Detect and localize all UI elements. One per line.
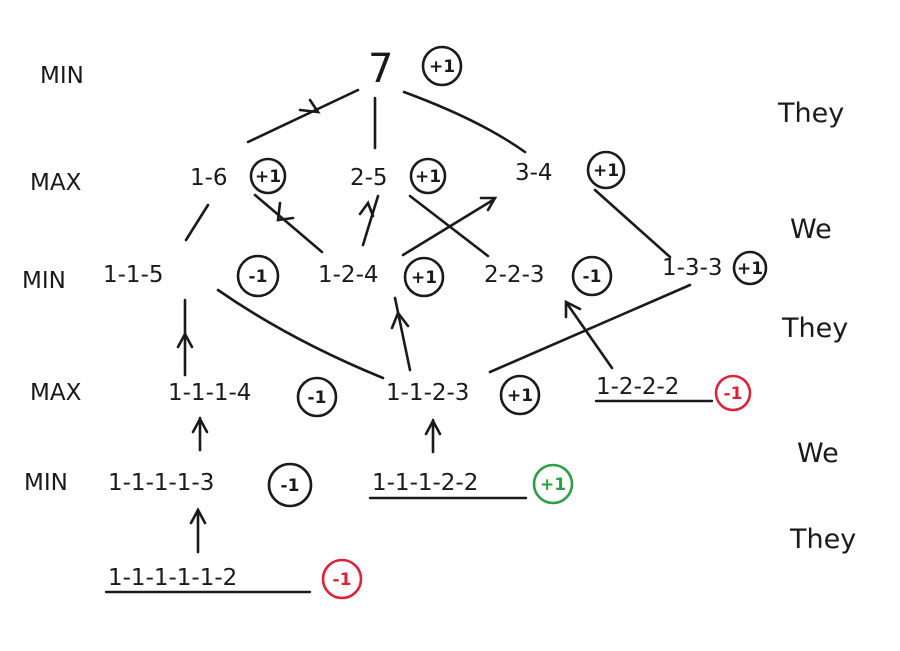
edge-arrow-1-6 — [298, 98, 321, 114]
node-value-circle-1-3-3 — [732, 250, 768, 286]
node-value-circle-1-1-1-2-2 — [532, 463, 574, 505]
node-value-1-1-2-3: +1 — [507, 386, 533, 406]
node-value-circle-1-1-1-4 — [296, 376, 338, 418]
node-value-1-1-1-1-3: -1 — [281, 476, 300, 496]
node-value-1-6: +1 — [255, 167, 281, 187]
edge-2-2-3-1-2-2-2 — [566, 303, 614, 370]
level-label-max-1: MAX — [30, 170, 82, 196]
node-label-1-3-3: 1-3-3 — [662, 255, 723, 281]
node-label-1-1-1-2-2: 1-1-1-2-2 — [372, 470, 478, 496]
level-label-min-3: MIN — [24, 470, 68, 496]
edge-arrow-3-4-1-2-4 — [479, 196, 498, 212]
node-value-2-2-3: -1 — [583, 267, 602, 287]
node-value-1-1-1-4: -1 — [308, 388, 327, 408]
edge-root-1-6 — [246, 88, 360, 144]
node-value-circle-1-2-2-2 — [714, 374, 752, 412]
root-value-circle — [421, 45, 463, 87]
node-value-circle-1-6 — [249, 157, 287, 195]
node-value-circle-3-4 — [586, 150, 626, 190]
node-value-1-1-1-1-1-2: -1 — [333, 570, 352, 590]
node-value-1-2-2-2: -1 — [724, 384, 743, 404]
node-label-1-2-4: 1-2-4 — [318, 262, 379, 288]
side-label-they-1: They — [777, 98, 844, 129]
node-label-1-1-1-1-3: 1-1-1-1-3 — [108, 470, 214, 496]
level-label-min-1: MIN — [40, 63, 84, 89]
node-value-circle-1-1-5 — [236, 254, 280, 298]
node-label-2-5: 2-5 — [350, 165, 388, 191]
node-value-3-4: +1 — [593, 161, 619, 181]
node-value-1-2-4: +1 — [411, 268, 437, 288]
edge-arrow-1-1-2-3-1-1-1-2-2 — [424, 418, 442, 436]
root-label: 7 — [368, 46, 393, 92]
edge-arrow-2-2-3-1-2-2-2 — [564, 299, 582, 319]
node-label-1-2-2-2: 1-2-2-2 — [596, 374, 679, 400]
root-value: +1 — [429, 57, 455, 77]
edge-arrow-1-1-1-4-1-1-1-1-3 — [191, 416, 209, 434]
edge-1-6-1-2-4 — [253, 193, 324, 254]
node-label-1-6: 1-6 — [190, 165, 228, 191]
side-label-they-2: They — [781, 313, 848, 344]
tree-edges — [176, 88, 692, 554]
side-label-we-2: We — [797, 438, 839, 469]
node-label-3-4: 3-4 — [515, 160, 553, 186]
edge-1-3-3-1-1-2-3 — [488, 283, 692, 374]
edge-1-6-1-1-5 — [184, 203, 210, 242]
edge-1-2-4-1-1-2-3 — [393, 296, 412, 372]
edge-arrow-1-2-4-1-1-2-3 — [390, 310, 410, 330]
edge-2-5-1-2-4 — [361, 194, 380, 247]
node-label-1-1-5: 1-1-5 — [103, 262, 164, 288]
side-label-they-3: They — [789, 524, 856, 555]
node-value-circle-1-1-1-1-1-2 — [321, 558, 363, 600]
edge-arrow-1-1-5-1-1-1-4 — [176, 331, 194, 349]
node-value-circle-1-1-2-3 — [499, 374, 541, 416]
node-value-circle-1-2-4 — [403, 256, 445, 298]
edge-3-4-1-2-4 — [401, 198, 495, 257]
node-value-1-1-5: -1 — [249, 267, 268, 287]
edge-1-1-5-1-1-2-3 — [216, 288, 385, 380]
node-value-2-5: +1 — [415, 167, 441, 187]
edge-arrow-1-1-1-1-3-1-1-1-1-1-2 — [189, 507, 207, 525]
node-label-1-1-2-3: 1-1-2-3 — [386, 380, 469, 406]
node-value-circle-2-2-3 — [571, 255, 613, 297]
tree-nodes: 1-6 +1 2-5 +1 3-4 +1 1-1-5 -1 1-2-4 +1 2… — [103, 150, 768, 600]
edge-arrow-1-6-1-2-4 — [276, 201, 295, 222]
node-value-circle-2-5 — [409, 157, 447, 195]
node-value-1-3-3: +1 — [737, 259, 763, 279]
node-label-1-1-1-1-1-2: 1-1-1-1-1-2 — [108, 565, 237, 591]
edge-root-3-4 — [402, 90, 527, 154]
edge-3-4-1-3-3 — [593, 188, 672, 259]
node-value-circle-1-1-1-1-3 — [267, 462, 313, 508]
root-node: 7 +1 — [368, 45, 463, 92]
node-value-1-1-1-2-2: +1 — [540, 475, 566, 495]
edge-arrow-2-5-1-2-4 — [358, 200, 375, 218]
level-label-min-2: MIN — [22, 268, 66, 294]
node-label-1-1-1-4: 1-1-1-4 — [168, 380, 251, 406]
node-label-2-2-3: 2-2-3 — [484, 262, 545, 288]
side-label-we-1: We — [790, 214, 832, 245]
level-label-max-2: MAX — [30, 380, 82, 406]
